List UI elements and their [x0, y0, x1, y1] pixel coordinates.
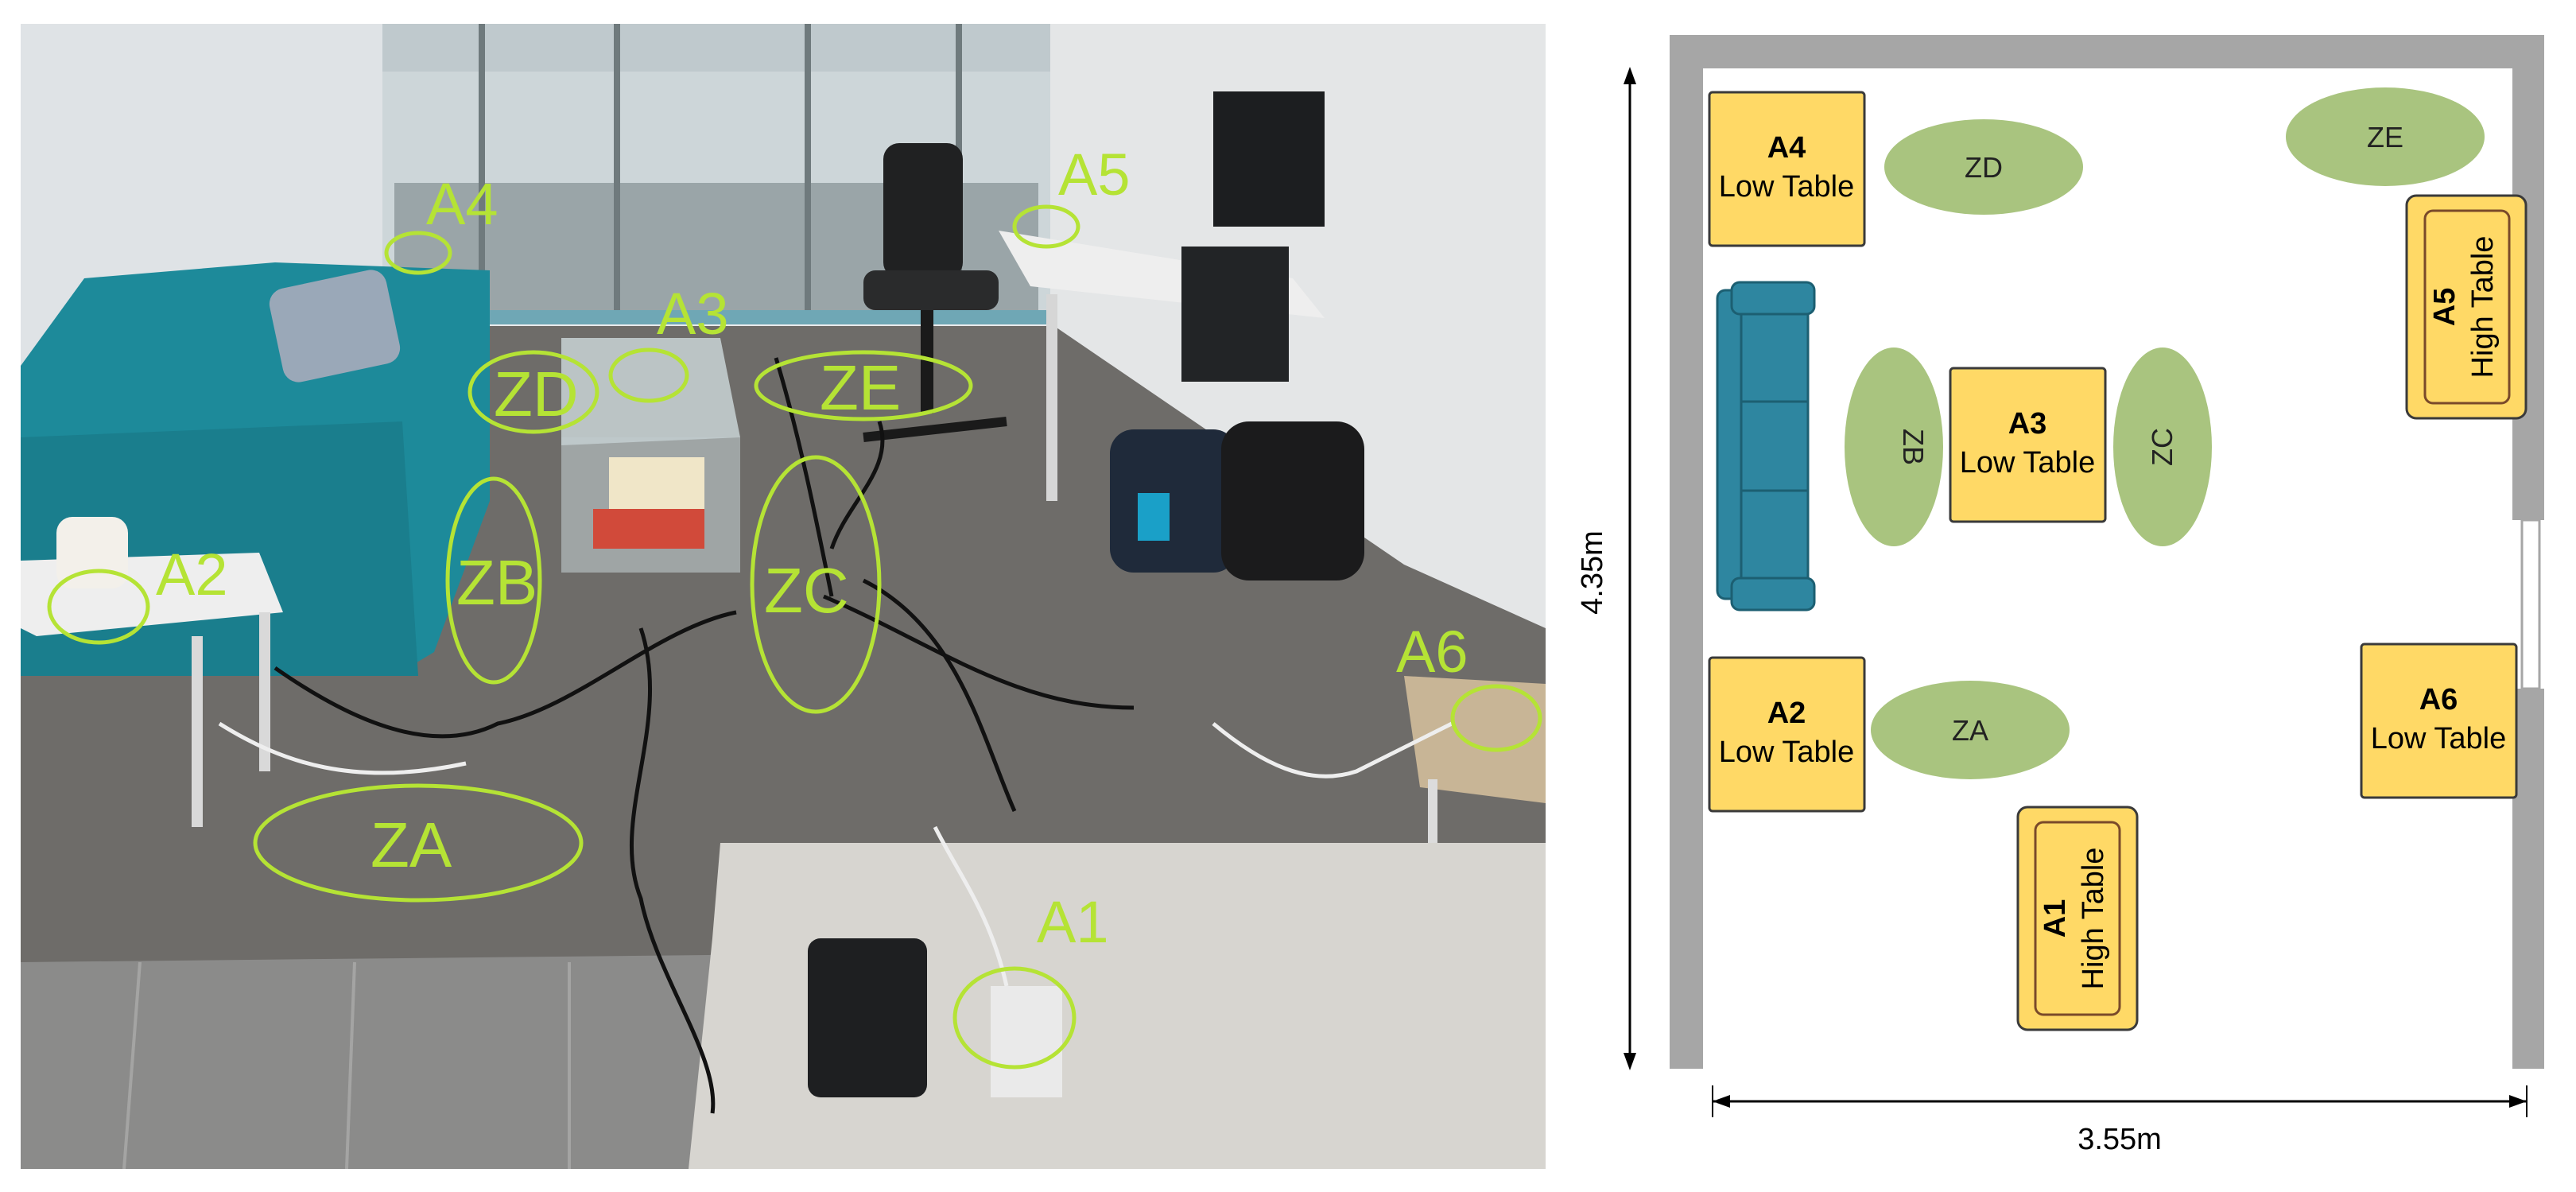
zone-za-label: ZA: [1952, 714, 1988, 747]
photo-a3-marker: [608, 348, 689, 403]
table-a4-id: A4: [1767, 131, 1806, 165]
zone-zb-label: ZB: [1897, 429, 1930, 465]
photo-za-label: ZA: [370, 810, 452, 880]
photo-zb-marker: [445, 476, 542, 685]
table-a5: [2405, 194, 2528, 420]
table-a1: [2016, 806, 2139, 1031]
photo-a2-label: A2: [156, 542, 228, 608]
photo-a5-marker: [1012, 204, 1080, 249]
table-a1-type: High Table: [2077, 848, 2110, 990]
height-label: 4.35m: [1576, 530, 1609, 615]
photo-za-marker: [253, 783, 584, 903]
photo-a5-label: A5: [1058, 142, 1131, 208]
table-a1-id: A1: [2039, 899, 2072, 938]
table-a6-type: Low Table: [2371, 722, 2506, 755]
room-walls: [1670, 35, 2544, 1069]
photo-zb-label: ZB: [456, 547, 537, 618]
photo-zc-marker: [750, 455, 882, 714]
floor-plan: 4.35m 3.55m ZD ZE ZB ZC ZA A4 Low Table …: [1558, 24, 2560, 1169]
table-a4-type: Low Table: [1719, 170, 1854, 204]
doorway: [2520, 518, 2541, 690]
table-a2-type: Low Table: [1719, 736, 1854, 769]
photo-a4-label: A4: [426, 171, 499, 237]
photo-ze-marker: [754, 350, 973, 421]
photo-zc-label: ZC: [764, 555, 849, 626]
zone-zd-label: ZD: [1965, 151, 2003, 184]
table-a5-top: [2423, 209, 2511, 405]
table-a2: [1708, 656, 1866, 813]
photo-a4-marker: [384, 231, 452, 275]
zone-za: [1871, 681, 2070, 779]
room-photo: A1 A2 A3 A4 A5 A6 ZA ZB ZC ZD ZE: [21, 24, 1546, 1169]
floor-plan-drawing: 4.35m 3.55m ZD ZE ZB ZC ZA A4 Low Table …: [1576, 35, 2544, 1156]
table-a1-top: [2034, 821, 2121, 1016]
table-a3: [1949, 367, 2107, 523]
zone-zc-label: ZC: [2146, 428, 2178, 466]
zone-zb: [1845, 348, 1943, 546]
zone-zc: [2113, 348, 2212, 546]
photo-ze-label: ZE: [820, 352, 901, 423]
table-a3-type: Low Table: [1960, 446, 2095, 480]
photo-a1-label: A1: [1037, 889, 1109, 955]
zone-zd: [1884, 119, 2083, 215]
photo-zd-label: ZD: [494, 359, 579, 429]
width-label: 3.55m: [2077, 1123, 2162, 1156]
photo-a1-marker: [952, 966, 1077, 1070]
photo-zd-marker: [467, 350, 599, 434]
table-a5-type: High Table: [2466, 236, 2500, 379]
photo-a6-label: A6: [1396, 619, 1468, 685]
table-a6-id: A6: [2419, 683, 2458, 716]
zone-ze-label: ZE: [2367, 121, 2403, 153]
table-a4: [1708, 91, 1866, 247]
zone-ze: [2286, 87, 2485, 186]
table-a2-id: A2: [1767, 697, 1806, 730]
photo-a2-marker: [47, 569, 150, 645]
photo-a3-label: A3: [657, 281, 729, 347]
sofa: [1716, 281, 1816, 612]
room-photo-drawing: A1 A2 A3 A4 A5 A6 ZA ZB ZC ZD ZE: [21, 24, 1546, 1169]
table-a5-id: A5: [2428, 288, 2462, 327]
photo-a6-marker: [1450, 684, 1542, 752]
table-a3-id: A3: [2008, 407, 2047, 441]
table-a6: [2360, 643, 2518, 799]
